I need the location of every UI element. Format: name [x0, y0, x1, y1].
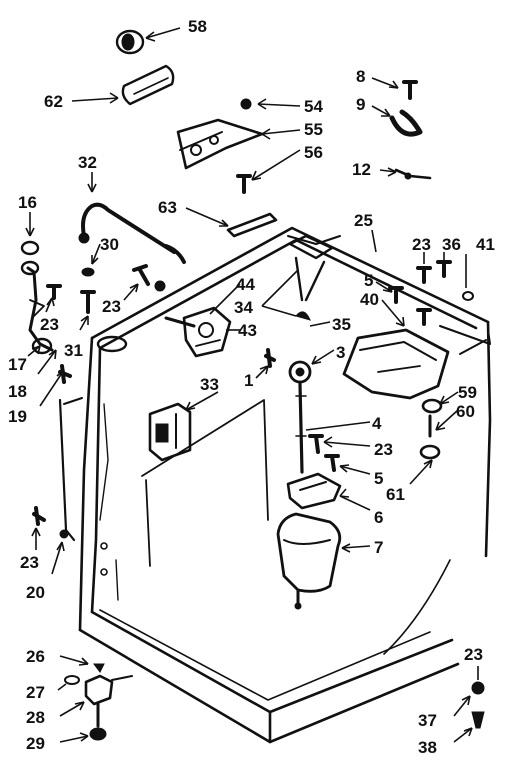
callout-19: 19 [8, 407, 27, 426]
cap-part-3 [288, 360, 312, 384]
cabinet [58, 226, 492, 744]
callout-25: 25 [354, 211, 373, 230]
switch-part-33 [148, 402, 192, 462]
callout-61: 61 [386, 485, 405, 504]
screw-part-56 [236, 174, 252, 194]
cap-part-58 [115, 29, 145, 55]
tube-part-62 [121, 64, 175, 106]
callout-38: 38 [418, 738, 437, 757]
callout-labels: 58 62 8 9 54 55 56 12 32 16 63 25 30 23 … [8, 17, 495, 757]
callout-26: 26 [26, 647, 45, 666]
clip-part-9 [389, 109, 423, 137]
callout-37: 37 [418, 711, 437, 730]
callout-58: 58 [188, 17, 207, 36]
callout-30: 30 [100, 235, 119, 254]
nut-part-26 [93, 663, 105, 673]
callout-62: 62 [44, 92, 63, 111]
callout-17: 17 [8, 355, 27, 374]
callout-12: 12 [352, 160, 371, 179]
callout-44: 44 [236, 275, 255, 294]
callout-59: 59 [458, 383, 477, 402]
callout-35: 35 [332, 315, 351, 334]
foot-part-38 [471, 711, 485, 729]
callout-28: 28 [26, 708, 45, 727]
wire-part-12 [394, 168, 432, 180]
screw-part-31 [80, 290, 96, 314]
callout-23-bottom-left: 23 [20, 553, 39, 572]
grommet-part-41 [462, 291, 474, 301]
motor-part-7 [276, 512, 342, 610]
callout-54: 54 [304, 97, 323, 116]
callout-40: 40 [360, 290, 379, 309]
callout-6: 6 [374, 508, 383, 527]
nut-part-37 [471, 681, 485, 695]
callout-29: 29 [26, 734, 45, 753]
hose-part-44 [164, 316, 196, 328]
callout-31: 31 [64, 341, 83, 360]
rod-part-4 [298, 382, 304, 474]
valve-part-17 [20, 260, 54, 355]
callout-7: 7 [374, 538, 383, 557]
parts [20, 29, 485, 741]
bracket-part-55 [176, 118, 264, 170]
console-part-40 [342, 328, 450, 400]
callout-1: 1 [244, 371, 253, 390]
strip-part-63 [226, 212, 278, 238]
callout-23-center: 23 [374, 440, 393, 459]
callout-23-left: 23 [40, 315, 59, 334]
seal-part-59 [421, 398, 443, 414]
screw-part-1 [264, 348, 276, 368]
callout-41: 41 [476, 235, 495, 254]
cap-part-61 [419, 444, 441, 460]
callout-33: 33 [200, 375, 219, 394]
leg-part-28 [84, 674, 133, 706]
bracket-part-6 [286, 472, 342, 510]
callout-5-center: 5 [374, 469, 383, 488]
leader-lines [25, 27, 479, 743]
foot-part-29 [89, 702, 107, 741]
callout-56: 56 [304, 143, 323, 162]
callout-23-top-right: 23 [412, 235, 431, 254]
callout-9: 9 [356, 95, 365, 114]
cable-part-34 [288, 234, 334, 321]
washer-part-30 [81, 267, 95, 277]
callout-55: 55 [304, 120, 323, 139]
ring-part-16 [20, 240, 40, 256]
callout-27: 27 [26, 683, 45, 702]
callout-16: 16 [18, 193, 37, 212]
callout-32: 32 [78, 153, 97, 172]
callout-18: 18 [8, 382, 27, 401]
callout-60: 60 [456, 402, 475, 421]
callout-36: 36 [442, 235, 461, 254]
screw-part-36 [436, 260, 452, 278]
hose-part-32 [78, 202, 186, 264]
pump-part-43 [182, 306, 232, 358]
screw-part-20 [32, 506, 46, 526]
bolt-part-8 [402, 80, 418, 100]
callout-63: 63 [158, 198, 177, 217]
washer-part-27 [64, 675, 80, 685]
callout-34: 34 [234, 298, 253, 317]
callout-23-bottom-right: 23 [464, 645, 483, 664]
callout-8: 8 [356, 67, 365, 86]
callout-23-mid-left: 23 [102, 297, 121, 316]
callout-43: 43 [238, 321, 257, 340]
nut-part-54 [240, 98, 252, 110]
callout-5-top: 5 [364, 271, 373, 290]
callout-4: 4 [372, 414, 382, 433]
screw-part-23 [46, 284, 62, 300]
callout-3: 3 [336, 343, 345, 362]
callout-20: 20 [26, 583, 45, 602]
